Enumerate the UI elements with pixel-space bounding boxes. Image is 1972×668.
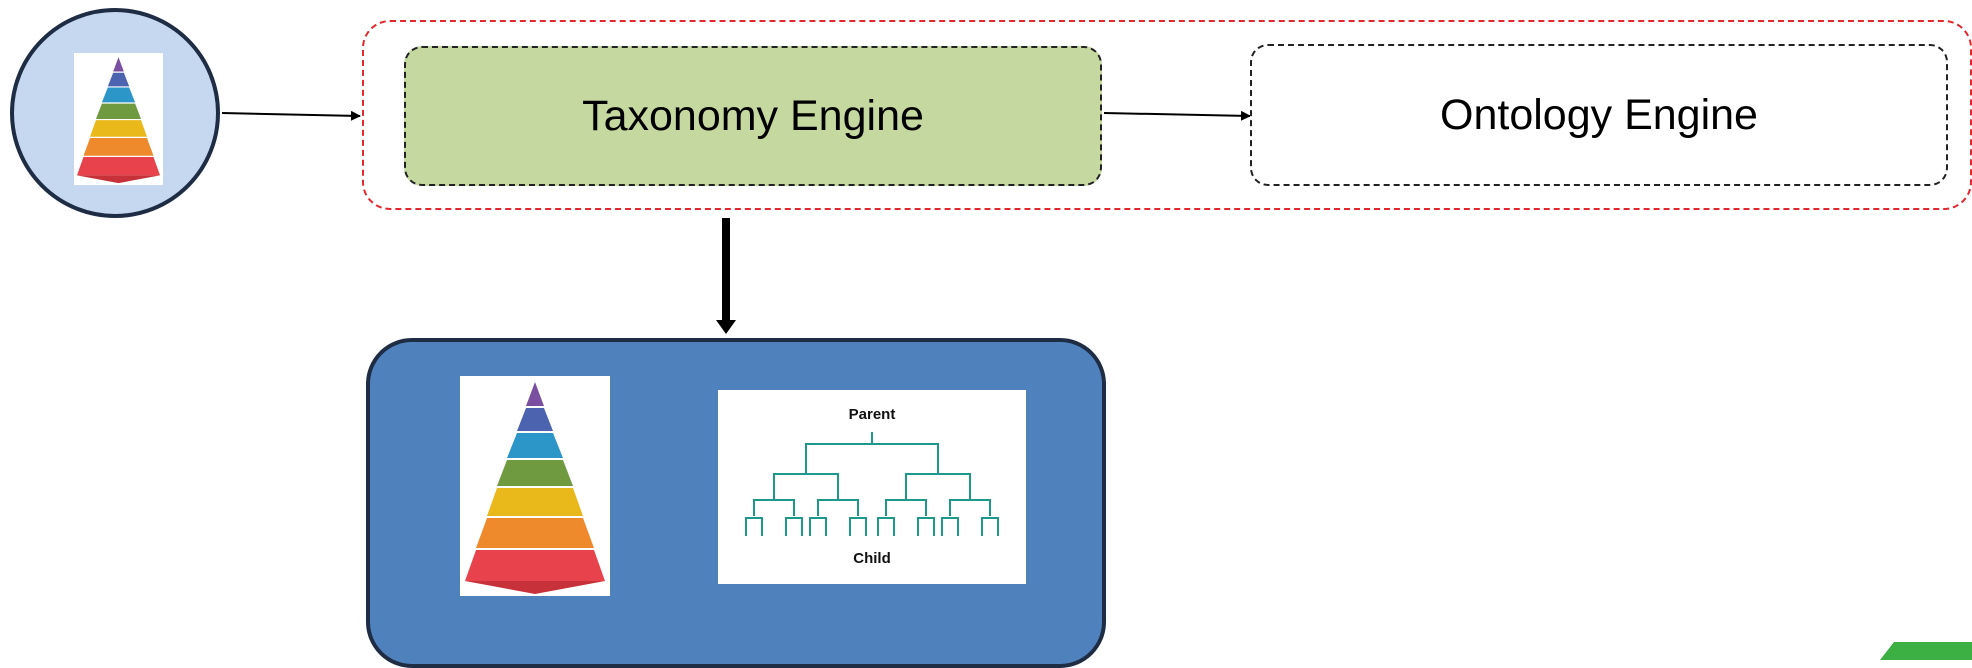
arrow-taxonomy-to-ontology: [1103, 110, 1251, 121]
pyramid-icon: [74, 53, 163, 185]
ontology-engine-box[interactable]: Ontology Engine: [1250, 44, 1948, 186]
taxonomy-engine-label: Taxonomy Engine: [582, 91, 924, 140]
ontology-engine-label: Ontology Engine: [1440, 90, 1758, 139]
parent-label: Parent: [848, 406, 896, 423]
hierarchy-tree-card: Parent Child: [718, 390, 1026, 584]
pyramid-icon: [460, 376, 610, 596]
taxonomy-engine-box[interactable]: Taxonomy Engine: [404, 46, 1102, 186]
arrow-head-down: [716, 320, 736, 334]
child-label: Child: [853, 550, 891, 567]
arrow-source-to-group: [221, 110, 361, 121]
corner-accent: [1880, 642, 1972, 660]
engine-group: [362, 20, 1972, 210]
hierarchy-tree-icon: [745, 432, 999, 536]
